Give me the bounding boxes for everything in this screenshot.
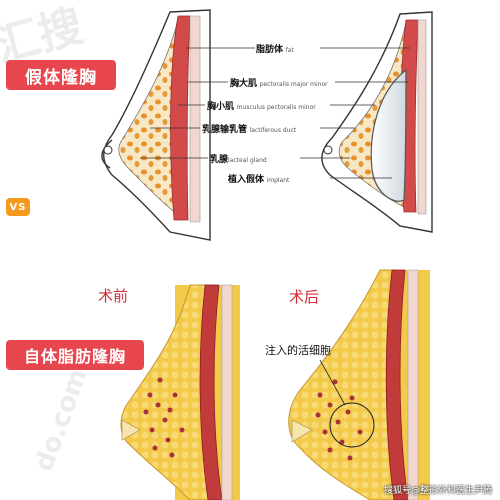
- implant-title-badge: 假体隆胸: [6, 60, 116, 90]
- label-lacteal-gland: 乳腺lacteal gland: [210, 155, 267, 165]
- injected-cells-label: 注入的活细胞: [265, 344, 331, 357]
- source-credit: 搜狐号@整形外科医生尹腾: [383, 486, 492, 496]
- label-pectoralis-minor: 胸小肌 musculus pectoralis minor: [207, 102, 316, 112]
- label-pectoralis-major: 胸大肌 pectoralis major minor: [230, 79, 328, 89]
- leader-lines: [140, 47, 410, 179]
- label-implant: 植入假体 implant: [228, 175, 290, 185]
- before-fat-breast: [120, 284, 240, 500]
- after-label: 术后: [289, 288, 320, 306]
- right-implant-breast: [321, 11, 433, 233]
- vs-badge: VS: [6, 198, 30, 216]
- fat-title-badge: 自体脂肪隆胸: [6, 340, 144, 370]
- label-lactiferous-duct: 乳腺输乳管 lactiferous duct: [202, 125, 297, 135]
- before-label: 术前: [98, 287, 129, 305]
- after-fat-breast: [288, 269, 430, 500]
- label-fat: 脂肪体 fat: [256, 45, 294, 55]
- left-implant-breast: [101, 9, 211, 241]
